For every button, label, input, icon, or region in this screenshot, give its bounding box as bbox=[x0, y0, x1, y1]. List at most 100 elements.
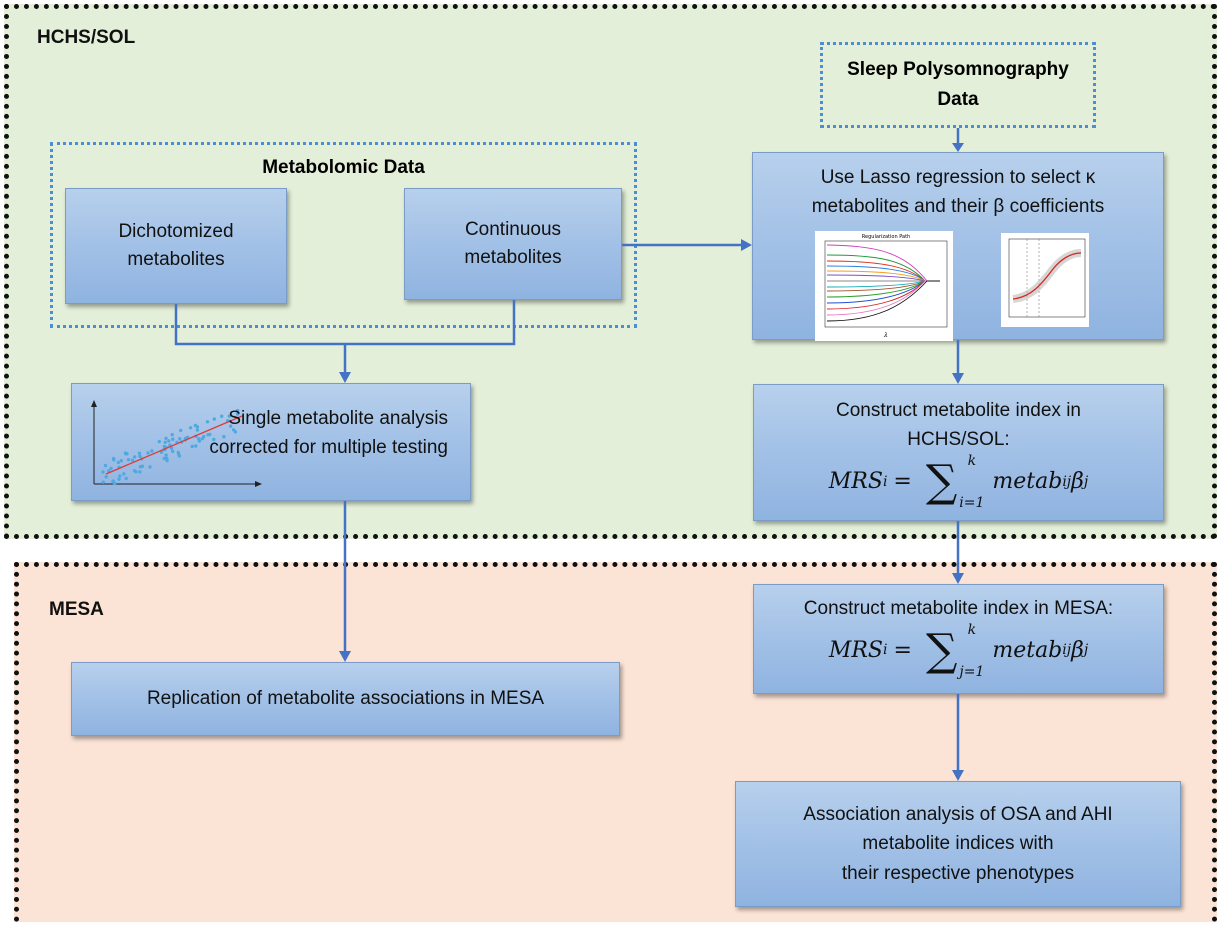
scatter-point bbox=[227, 414, 231, 418]
continuous-line-2: metabolites bbox=[464, 247, 562, 268]
scatter-point bbox=[119, 459, 123, 463]
scatter-point bbox=[165, 458, 169, 463]
scatter-trend-line bbox=[105, 415, 243, 475]
mesa-label: MESA bbox=[49, 599, 104, 620]
construct-hchs-line-2: HCHS/SOL: bbox=[907, 428, 1010, 450]
single-analysis-line-2: corrected for multiple testing bbox=[209, 437, 448, 459]
scatter-point bbox=[138, 454, 142, 458]
arrowhead-merge bbox=[339, 372, 351, 383]
construct-mesa-line: Construct metabolite index in MESA: bbox=[803, 598, 1114, 619]
scatter-point bbox=[195, 425, 200, 429]
formula-lower-limit-hchs: i=1 bbox=[959, 495, 985, 511]
thumbnail-xlabel: λ bbox=[883, 332, 888, 339]
formula-lhs: MRS bbox=[828, 469, 883, 495]
dichotomized-metabolites-box: Dichotomized metabolites bbox=[65, 188, 287, 304]
scatter-point bbox=[188, 426, 193, 430]
scatter-point bbox=[101, 470, 105, 474]
sum-symbol: ∑ bbox=[925, 456, 958, 507]
lasso-line-2: metabolites and their β coefficients bbox=[811, 196, 1105, 218]
arrowhead-single bbox=[339, 651, 351, 662]
scatter-point bbox=[122, 472, 126, 476]
sleep-data-line-2: Data bbox=[937, 89, 979, 110]
scatter-point bbox=[235, 412, 240, 416]
formula-coef-sub: j bbox=[1083, 642, 1089, 659]
lasso-regression-box: Use Lasso regression to select κ metabol… bbox=[752, 152, 1164, 341]
scatter-point bbox=[112, 458, 116, 462]
scatter-point bbox=[164, 436, 168, 440]
scatter-plot-icon bbox=[91, 400, 262, 487]
scatter-point bbox=[104, 475, 108, 479]
formula-coef-sub: j bbox=[1083, 473, 1089, 490]
thumbnail-title: Regularization Path bbox=[862, 234, 910, 240]
sum-symbol: ∑ bbox=[925, 624, 958, 676]
formula-lower-limit-mesa: j=1 bbox=[959, 663, 985, 680]
scatter-point bbox=[231, 428, 236, 432]
scatter-point bbox=[148, 465, 152, 469]
scatter-point bbox=[178, 437, 182, 441]
scatter-point bbox=[212, 417, 216, 421]
metabolomic-data-title: Metabolomic Data bbox=[262, 157, 425, 178]
path-line-14 bbox=[826, 280, 940, 322]
scatter-point bbox=[133, 455, 137, 459]
single-analysis-line-1: Single metabolite analysis bbox=[228, 408, 448, 429]
path-line-1 bbox=[826, 244, 940, 282]
scatter-point bbox=[190, 444, 194, 449]
construct-index-hchs-box: Construct metabolite index in HCHS/SOL: … bbox=[753, 384, 1164, 521]
formula-upper-limit: k bbox=[967, 621, 977, 638]
scatter-point bbox=[202, 434, 206, 439]
scatter-point bbox=[103, 463, 108, 468]
scatter-x-arrow bbox=[255, 481, 262, 487]
scatter-point bbox=[206, 433, 210, 437]
scatter-point bbox=[138, 465, 143, 469]
hchs-sol-label: HCHS/SOL bbox=[37, 27, 136, 48]
formula-lhs-sub: i bbox=[882, 473, 888, 490]
arrowhead-lasso bbox=[952, 373, 964, 384]
scatter-point bbox=[116, 460, 121, 465]
replication-text: Replication of metabolite associations i… bbox=[146, 688, 545, 710]
scatter-point bbox=[162, 456, 166, 461]
scatter-point bbox=[130, 458, 135, 462]
cv-frame bbox=[1008, 238, 1086, 318]
merge-line-metabolites bbox=[174, 300, 516, 346]
lasso-line-1: Use Lasso regression to select κ bbox=[820, 167, 1096, 188]
formula-term: metab bbox=[992, 637, 1063, 663]
formula-lhs: MRS bbox=[828, 637, 884, 663]
scatter-point bbox=[236, 408, 240, 413]
dichotomized-line-2: metabolites bbox=[127, 249, 225, 270]
scatter-point bbox=[118, 474, 122, 478]
arrowhead-sleep bbox=[952, 143, 964, 152]
scatter-point bbox=[205, 420, 210, 424]
scatter-point bbox=[163, 440, 167, 444]
scatter-point bbox=[164, 453, 168, 457]
formula-term-sub: ij bbox=[1062, 473, 1072, 490]
scatter-point bbox=[171, 449, 175, 454]
association-line-2: metabolite indices with bbox=[862, 833, 1054, 855]
sleep-data-line-1: Sleep Polysomnography bbox=[847, 58, 1069, 80]
arrowhead-construct-hchs bbox=[952, 573, 964, 584]
scatter-point bbox=[167, 439, 171, 443]
arrowhead-continuous bbox=[741, 239, 752, 251]
formula-upper-limit: k bbox=[967, 453, 977, 469]
scatter-point bbox=[222, 435, 226, 439]
scatter-point bbox=[229, 424, 233, 428]
single-metabolite-analysis-box: Single metabolite analysis corrected for… bbox=[71, 383, 471, 501]
scatter-point bbox=[212, 437, 216, 442]
association-line-1: Association analysis of OSA and AHI bbox=[803, 803, 1113, 825]
formula-coef: β bbox=[1071, 469, 1084, 495]
scatter-point bbox=[220, 414, 224, 418]
scatter-point bbox=[197, 439, 202, 443]
scatter-point bbox=[162, 444, 167, 449]
scatter-point bbox=[111, 479, 115, 483]
scatter-point bbox=[194, 444, 198, 448]
scatter-point bbox=[157, 439, 161, 444]
association-line-3: their respective phenotypes bbox=[841, 862, 1075, 884]
scatter-point bbox=[117, 477, 121, 481]
metabolomic-data-frame: Metabolomic Data bbox=[50, 142, 637, 328]
scatter-point bbox=[101, 480, 105, 484]
arrowhead-construct-mesa bbox=[952, 770, 964, 781]
sleep-polysomnography-data-box: Sleep Polysomnography Data bbox=[820, 42, 1096, 128]
continuous-line-1: Continuous bbox=[464, 219, 562, 241]
replication-box: Replication of metabolite associations i… bbox=[71, 662, 620, 736]
